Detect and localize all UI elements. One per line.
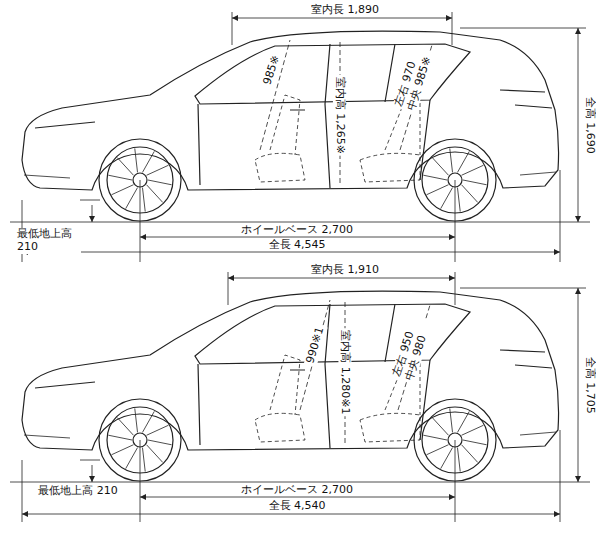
dimension-label: 最低地上高 210 (15, 228, 81, 253)
dimension-label: ホイールベース 2,700 (239, 224, 355, 237)
dimension-label: 全長 4,545 (267, 239, 328, 252)
dimension-label: 全長 4,540 (267, 500, 328, 513)
dimension-label: 最低地上高 210 (36, 485, 120, 498)
dimension-label: 左右 970 中央 985※ (392, 46, 436, 115)
dimension-label: 990※1 (304, 323, 328, 366)
old-car (22, 291, 559, 481)
dimension-label: 室内長 1,890 (309, 4, 381, 17)
dimension-label: 985※ (261, 52, 284, 88)
dimension-lines (10, 12, 590, 522)
dimension-label: 室内長 1,910 (309, 264, 381, 277)
arrowheads (22, 15, 581, 517)
dimension-label: 室内高 1,280※1 (339, 328, 352, 416)
dimension-label: 全高 1,690 (583, 94, 596, 155)
dimension-label: 全高 1,705 (583, 354, 596, 415)
dimension-label: 左右 950 中央 980 (390, 316, 434, 385)
new-car (22, 31, 559, 221)
dimension-label: ホイールベース 2,700 (239, 484, 355, 497)
dimension-label: 室内高 1,265※ (334, 74, 347, 155)
